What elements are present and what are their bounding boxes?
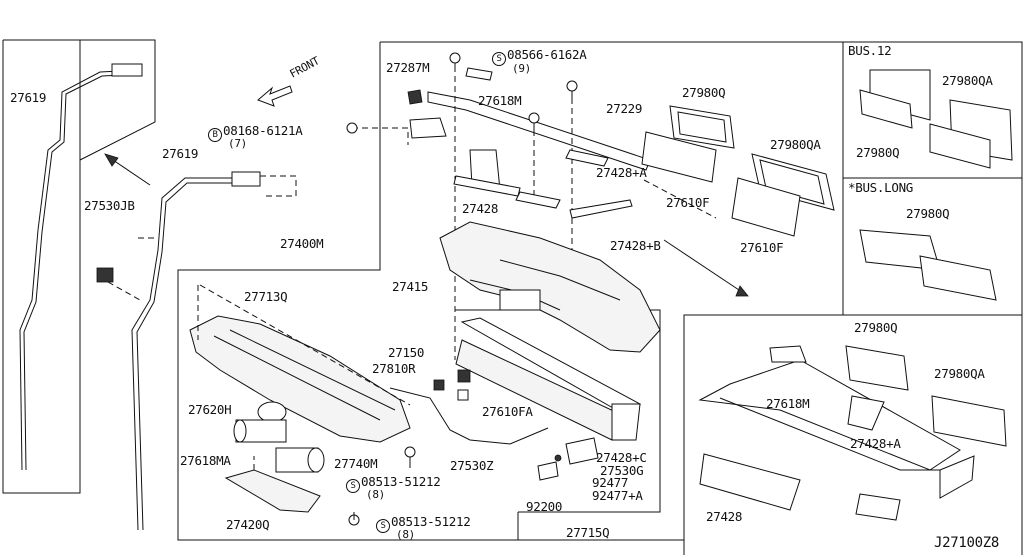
label-27287m: 27287M [386,60,430,75]
label-27980qa-top: 27980QA [770,137,821,152]
fan-parts [233,401,325,473]
label-27530z: 27530Z [450,458,494,473]
label-27610fa: 27610FA [482,404,533,419]
frame-lines [2,39,1023,555]
label-27428a-br: 27428+A [850,436,901,451]
bolt-icons [346,52,578,526]
gaskets-27610f [641,131,801,237]
duct-27715q [455,317,642,441]
label-27530jb: 27530JB [84,198,135,213]
label-27428-br: 27428 [706,509,743,524]
label-27715q: 27715Q [566,525,610,540]
panel-bus-long-title: *BUS.LONG [848,180,914,195]
label-27740m: 27740M [334,456,378,471]
bus-long-vents [859,229,997,301]
label-27618ma: 27618MA [180,453,231,468]
label-27610f-b: 27610F [740,240,784,255]
label-27420q: 27420Q [226,517,270,532]
vent-27980q-top [669,105,735,149]
label-27980qa-bus12: 27980QA [942,73,993,88]
label-92477a: 92477+A [592,488,643,503]
leader-lines [352,66,717,360]
brackets-27428 [453,149,633,219]
duct-27415 [439,221,661,353]
label-27618m-br: 27618M [766,396,810,411]
circled-b-icon: B [208,128,222,142]
label-27415: 27415 [392,279,429,294]
bolt-08513b-qty: (8) [396,528,415,541]
circled-s-icon: S [376,519,390,533]
label-27980qa-br: 27980QA [934,366,985,381]
label-27980q-top: 27980Q [682,85,726,100]
bottom-panel-parts [698,345,1007,521]
label-27428c: 27428+C [596,450,647,465]
bolt-08168-qty: (7) [228,137,247,150]
label-27619-left: 27619 [10,90,47,105]
label-27980q-br: 27980Q [854,320,898,335]
label-27980q-bus-long: 27980Q [906,206,950,221]
label-27428a-top: 27428+A [596,165,647,180]
label-27150: 27150 [388,345,425,360]
bolt-08566-qty: (9) [512,62,531,75]
panel-bus12-title: BUS.12 [848,43,892,58]
bracket-27618m-top [407,67,651,171]
pipe-27619-left [19,63,143,471]
label-27229: 27229 [606,101,643,116]
label-27620h: 27620H [188,402,232,417]
circled-s-icon: S [346,479,360,493]
label-27713q: 27713Q [244,289,288,304]
label-92477: 92477 [592,475,629,490]
label-27428-top: 27428 [462,201,499,216]
label-27530g: 27530G [600,463,644,478]
pipe-27619-mid [107,171,297,531]
harness-27530z [389,369,549,445]
direction-arrow [104,153,151,186]
circled-s-icon: S [492,52,506,66]
small-parts [537,437,599,481]
label-27610f-a: 27610F [666,195,710,210]
panel-arrow [663,239,749,297]
label-27810r: 27810R [372,361,416,376]
clamp-27530jb [96,267,114,283]
bolt-08513a-qty: (8) [366,488,385,501]
label-27618m-top: 27618M [478,93,522,108]
label-27980q-bus12: 27980Q [856,145,900,160]
bus12-vents [859,69,1013,169]
label-27400m: 27400M [280,236,324,251]
diagram-code: J27100Z8 [934,535,1000,551]
tray-27420q [224,456,321,513]
vent-27980qa-top [751,153,835,211]
label-92200: 92200 [526,499,563,514]
front-arrow-icon [257,85,293,107]
label-27428b: 27428+B [610,238,661,253]
unit-27713q [189,284,411,443]
label-27619-mid: 27619 [162,146,199,161]
